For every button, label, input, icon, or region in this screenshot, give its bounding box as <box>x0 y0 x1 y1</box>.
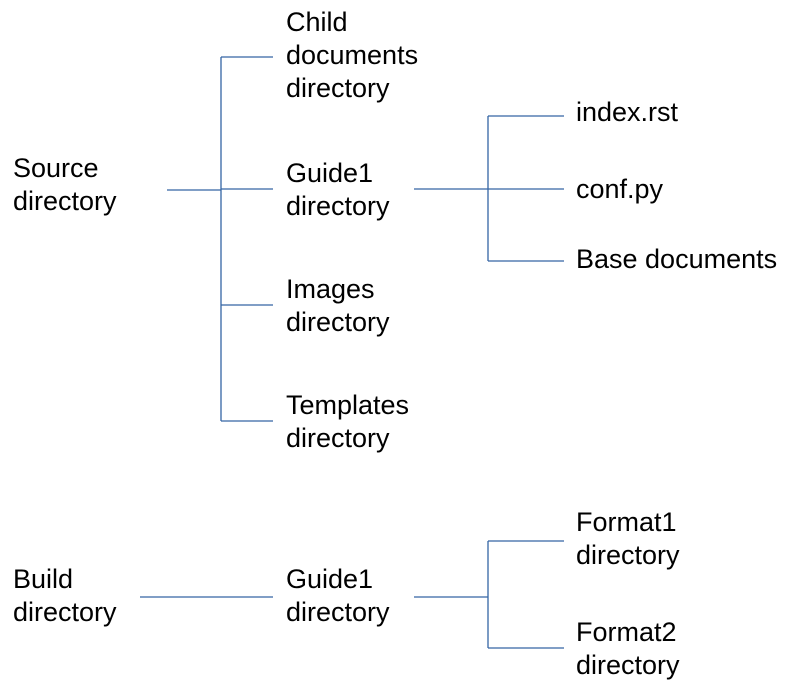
node-label-line: Images <box>286 274 375 304</box>
node-label-line: Format1 <box>576 507 677 537</box>
node-label-line: directory <box>286 191 390 221</box>
node-label-line: directory <box>286 423 390 453</box>
node-label-line: directory <box>286 597 390 627</box>
node-label-line: directory <box>13 186 117 216</box>
format2-directory-node: Format2 directory <box>576 616 680 682</box>
node-label-line: Source <box>13 153 99 183</box>
node-label-line: Guide1 <box>286 564 374 594</box>
node-label-line: Templates <box>286 390 410 420</box>
guide1-directory-node: Guide1 directory <box>286 157 390 223</box>
node-label-line: Guide1 <box>286 158 374 188</box>
node-label-line: directory <box>576 540 680 570</box>
templates-directory-node: Templates directory <box>286 389 409 455</box>
format1-directory-node: Format1 directory <box>576 506 680 572</box>
node-label-line: directory <box>286 73 390 103</box>
node-label-line: directory <box>576 650 680 680</box>
base-documents-node: Base documents <box>576 243 777 276</box>
node-label-line: index.rst <box>576 97 679 127</box>
child-documents-directory-node: Child documents directory <box>286 6 418 105</box>
node-label-line: directory <box>13 597 117 627</box>
node-label-line: Child <box>286 7 348 37</box>
node-label-line: conf.py <box>576 174 664 204</box>
conf-py-node: conf.py <box>576 173 663 206</box>
node-label-line: Base documents <box>576 244 778 274</box>
node-label-line: Build <box>13 564 74 594</box>
node-label-line: directory <box>286 307 390 337</box>
node-label-line: Format2 <box>576 617 677 647</box>
node-label-line: documents <box>286 40 419 70</box>
images-directory-node: Images directory <box>286 273 390 339</box>
build-guide1-directory-node: Guide1 directory <box>286 563 390 629</box>
index-rst-node: index.rst <box>576 96 678 129</box>
build-directory-node: Build directory <box>13 563 117 629</box>
source-directory-node: Source directory <box>13 152 117 218</box>
